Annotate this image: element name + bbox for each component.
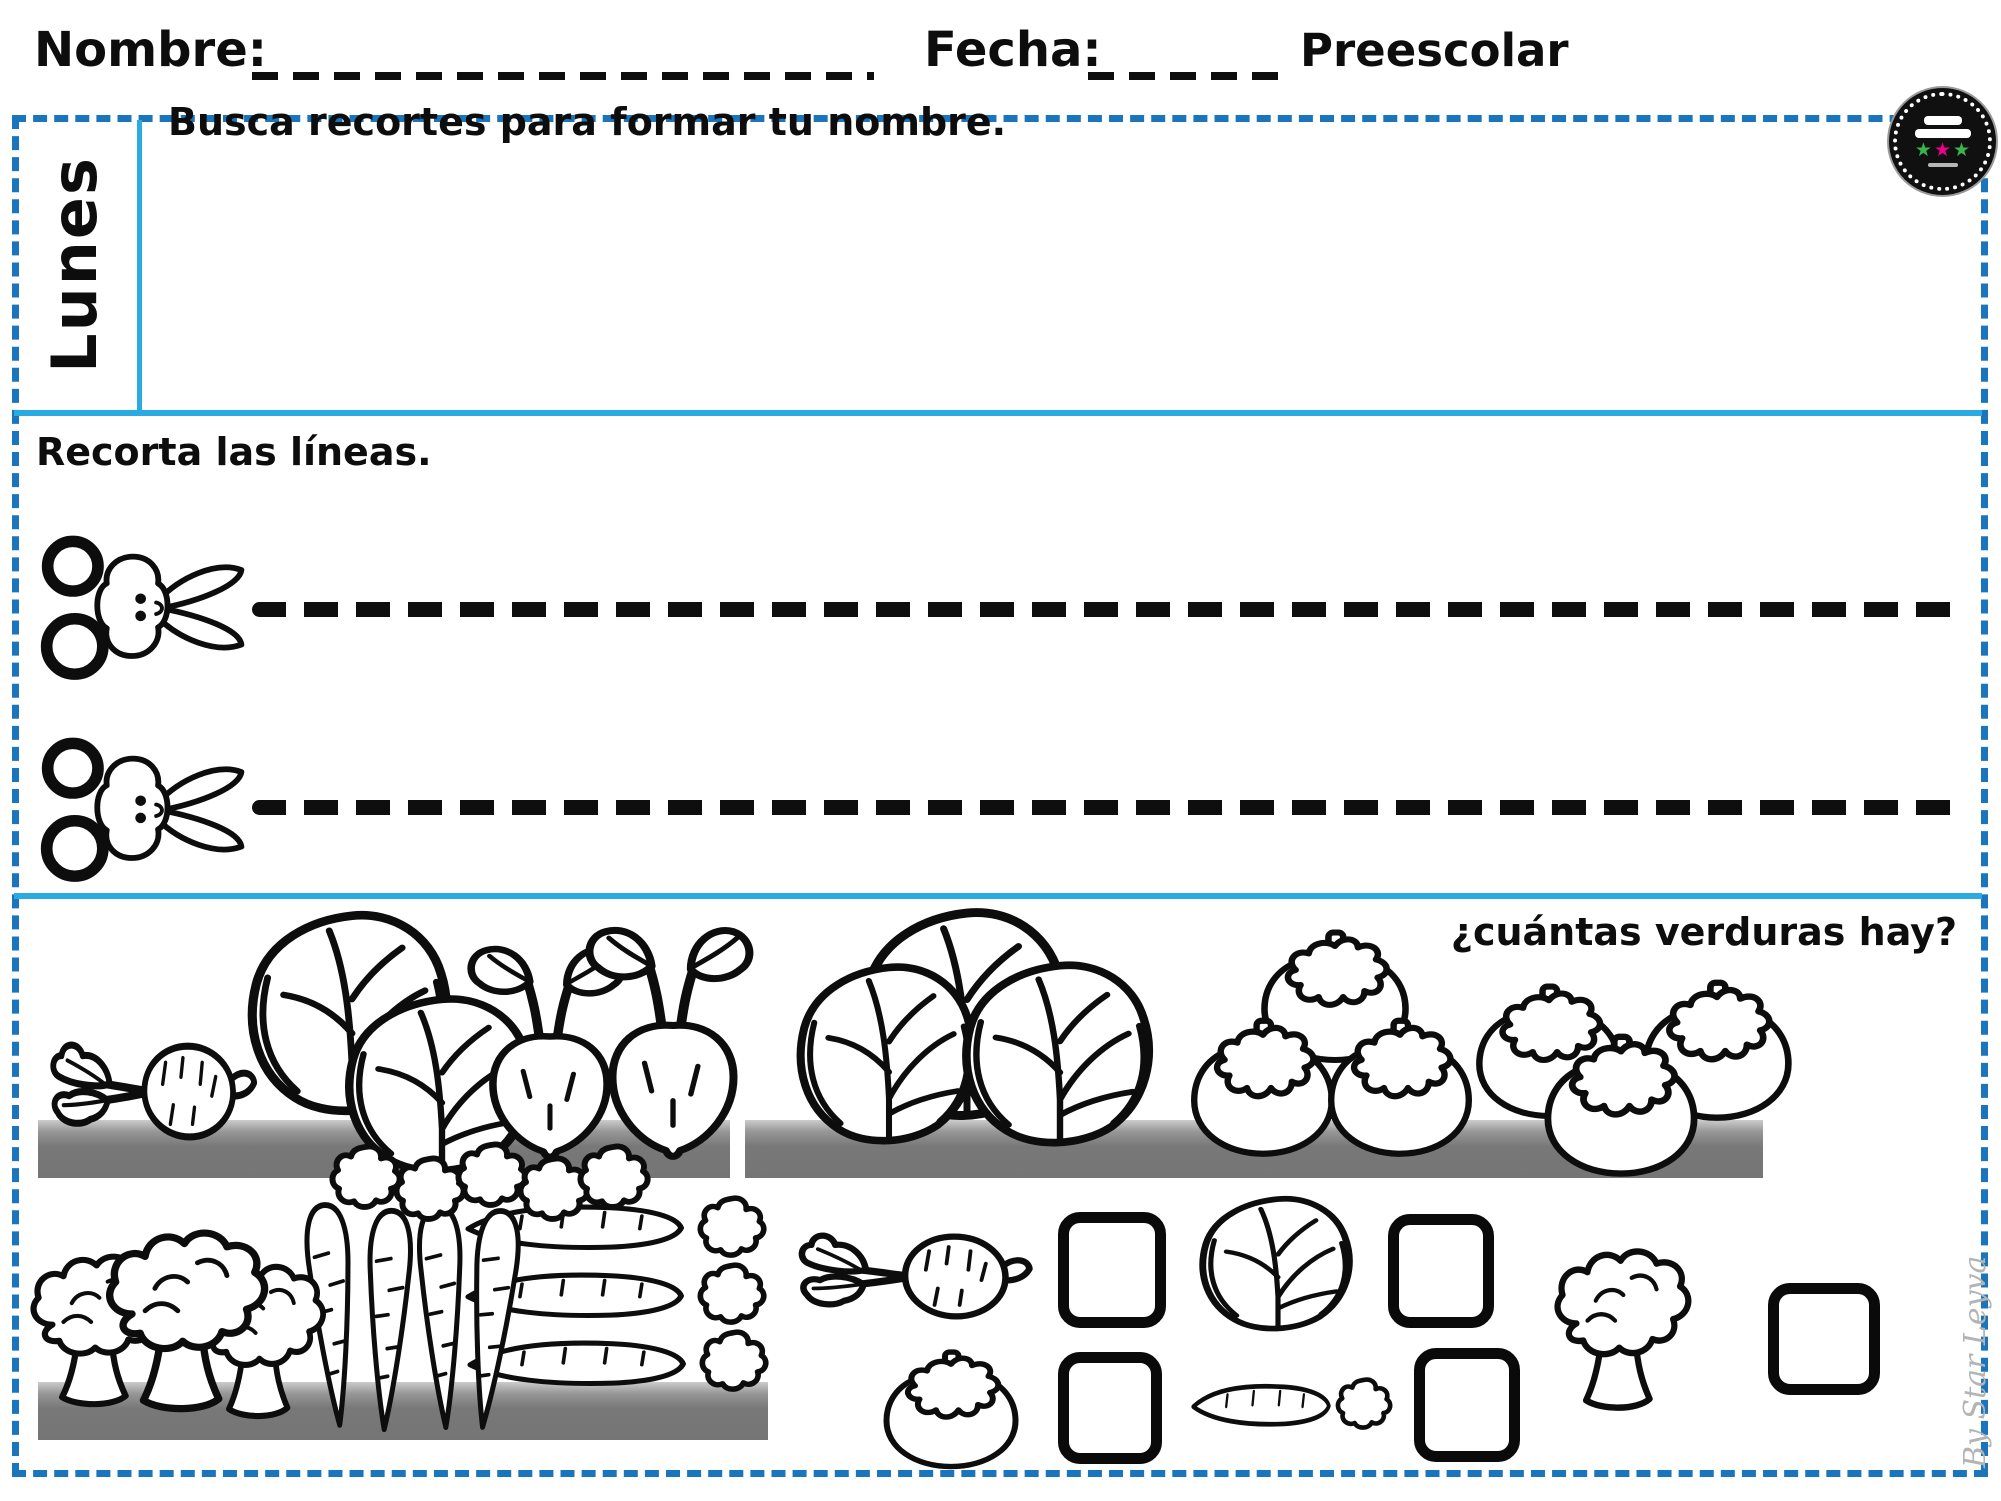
- worksheet-border: [12, 115, 1988, 1477]
- star-icon: ★: [1953, 139, 1971, 161]
- flower-illustration: [698, 1261, 766, 1325]
- cutting-dashed-line: [252, 800, 1962, 815]
- name-line[interactable]: [252, 72, 874, 80]
- answer-box-3[interactable]: [1058, 1352, 1162, 1464]
- cabbage-illustration: [1192, 1192, 1364, 1334]
- star-icon: ★: [1914, 139, 1932, 161]
- scissors-illustration: [36, 730, 254, 902]
- day-column-divider: [137, 120, 142, 412]
- date-label: Fecha:: [924, 22, 1102, 78]
- flower-illustration: [578, 1142, 650, 1210]
- cabbage-illustration: [953, 956, 1167, 1150]
- date-line[interactable]: [1088, 72, 1284, 80]
- task-cutting-instruction: Recorta las líneas.: [36, 430, 432, 474]
- flower-illustration: [700, 1328, 768, 1392]
- radish-v-illustration: [584, 913, 762, 1163]
- badge-logo: ★★★: [1893, 92, 1992, 191]
- tomato-illustration: [1183, 1016, 1343, 1160]
- badge-text-line: [1914, 129, 1971, 138]
- answer-box-1[interactable]: [1058, 1212, 1166, 1328]
- tomato-illustration: [1320, 1016, 1480, 1160]
- star-icon: ★: [1933, 139, 1952, 161]
- cutting-dashed-line: [252, 602, 1962, 617]
- watermark: By Star Leyva: [1958, 1255, 1993, 1468]
- radish-h-illustration: [796, 1218, 1036, 1334]
- badge-stars-icon: ★★★: [1914, 139, 1971, 161]
- tomato-illustration: [876, 1348, 1026, 1472]
- divider-top: [14, 410, 1982, 416]
- task-name-instruction: Busca recortes para formar tu nombre.: [168, 100, 1007, 144]
- tomato-illustration: [1536, 1032, 1706, 1180]
- answer-box-2[interactable]: [1388, 1214, 1494, 1328]
- radish-h-illustration: [48, 1025, 260, 1157]
- badge-text-line: [1923, 116, 1962, 125]
- task-counting-question: ¿cuántas verduras hay?: [1450, 910, 1957, 954]
- flower-illustration: [330, 1142, 402, 1210]
- broccoli-illustration: [96, 1218, 276, 1418]
- flower-illustration: [1336, 1376, 1392, 1430]
- name-label: Nombre:: [34, 22, 267, 78]
- carrot-h-illustration: [1188, 1374, 1346, 1436]
- scissors-illustration: [36, 528, 254, 700]
- answer-box-4[interactable]: [1414, 1348, 1520, 1462]
- broccoli-illustration: [1546, 1238, 1698, 1416]
- flower-illustration: [698, 1194, 766, 1258]
- badge-script-line: [1927, 163, 1958, 167]
- answer-box-5[interactable]: [1768, 1283, 1880, 1395]
- grade-label: Preescolar: [1300, 24, 1569, 77]
- divider-middle: [14, 893, 1982, 899]
